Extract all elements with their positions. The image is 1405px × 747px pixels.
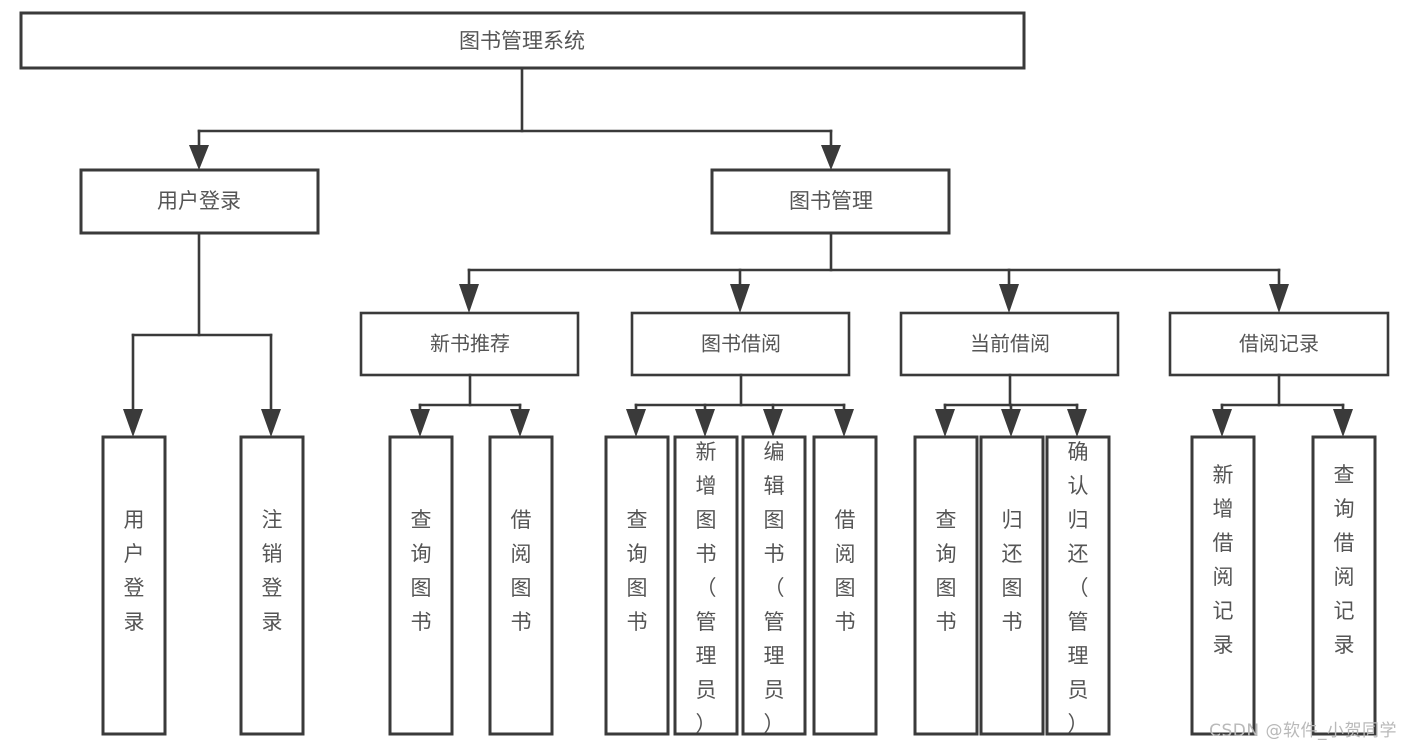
node-current-borrow[interactable]: 当前借阅 bbox=[899, 311, 1120, 377]
node-book-borrow[interactable]: 图书借阅 bbox=[630, 311, 851, 377]
leaf-record-query-record-label: 查询借阅记录 bbox=[1334, 463, 1355, 657]
arrow-books-to-l2c-icon bbox=[999, 284, 1019, 313]
leaf-borrow-edit-book-label: 编辑图书（管理员） bbox=[764, 440, 785, 736]
leaf-borrow-add-book-label: 新增图书（管理员） bbox=[696, 440, 717, 736]
leaf-current-confirm-return-label: 确认归还（管理员） bbox=[1068, 440, 1089, 736]
arrow-borrow-leaf4-icon bbox=[834, 409, 854, 437]
leaf-user-login-logout[interactable]: 注销登录 bbox=[239, 435, 305, 736]
node-borrow-record-box bbox=[1168, 311, 1390, 377]
csdn-watermark: CSDN @软件_小贺同学 bbox=[1209, 721, 1397, 741]
node-book-borrow-box bbox=[630, 311, 851, 377]
node-book-management[interactable]: 图书管理 bbox=[710, 168, 951, 235]
node-new-book-recommend-label: 新书推荐 bbox=[430, 332, 510, 356]
leaf-borrow-borrow-book-box bbox=[812, 435, 878, 736]
leaf-user-login-logout-box bbox=[239, 435, 305, 736]
leaf-borrow-query-book[interactable]: 查询图书 bbox=[604, 435, 670, 736]
node-borrow-record-label: 借阅记录 bbox=[1239, 332, 1319, 356]
leaf-record-query-record[interactable]: 查询借阅记录 bbox=[1311, 435, 1377, 736]
leaf-record-add-record-box bbox=[1190, 435, 1256, 736]
node-root[interactable]: 图书管理系统 bbox=[19, 11, 1026, 70]
arrow-current-leaf3-icon bbox=[1067, 409, 1087, 437]
arrow-books-to-l2b-icon bbox=[730, 284, 750, 313]
arrow-current-leaf1-icon bbox=[935, 409, 955, 437]
arrow-borrow-leaf3-icon bbox=[763, 409, 783, 437]
leaf-recommend-query-book[interactable]: 查询图书 bbox=[388, 435, 454, 736]
node-borrow-record[interactable]: 借阅记录 bbox=[1168, 311, 1390, 377]
arrow-recommend-leaf1-icon bbox=[410, 409, 430, 437]
leaf-record-query-record-box bbox=[1311, 435, 1377, 736]
leaf-borrow-borrow-book[interactable]: 借阅图书 bbox=[812, 435, 878, 736]
leaf-record-add-record-label: 新增借阅记录 bbox=[1213, 463, 1234, 657]
arrow-record-leaf2-icon bbox=[1333, 409, 1353, 437]
leaf-user-login-login-box bbox=[101, 435, 167, 736]
node-new-book-recommend-box bbox=[359, 311, 580, 377]
arrow-root-to-books-icon bbox=[821, 145, 841, 170]
leaf-borrow-edit-book[interactable]: 编辑图书（管理员） bbox=[741, 435, 807, 736]
leaf-user-login-logout-label: 注销登录 bbox=[262, 508, 283, 634]
leaf-borrow-query-book-box bbox=[604, 435, 670, 736]
leaf-current-query-book-label: 查询图书 bbox=[936, 508, 957, 634]
arrow-login-leaf1-icon bbox=[123, 409, 143, 437]
leaf-current-query-book-box bbox=[913, 435, 979, 736]
arrow-borrow-leaf1-icon bbox=[626, 409, 646, 437]
node-current-borrow-box bbox=[899, 311, 1120, 377]
leaf-current-confirm-return[interactable]: 确认归还（管理员） bbox=[1045, 435, 1111, 736]
arrow-books-to-l2d-icon bbox=[1269, 284, 1289, 313]
arrow-login-leaf2-icon bbox=[261, 409, 281, 437]
node-root-box bbox=[19, 11, 1026, 70]
leaf-recommend-query-book-box bbox=[388, 435, 454, 736]
node-new-book-recommend[interactable]: 新书推荐 bbox=[359, 311, 580, 377]
arrow-current-leaf2-icon bbox=[1001, 409, 1021, 437]
arrow-record-leaf1-icon bbox=[1212, 409, 1232, 437]
node-book-management-label: 图书管理 bbox=[789, 189, 873, 213]
arrow-root-to-login-icon bbox=[189, 145, 209, 170]
leaf-current-query-book[interactable]: 查询图书 bbox=[913, 435, 979, 736]
leaf-borrow-add-book-box bbox=[673, 435, 739, 736]
leaf-recommend-borrow-book-box bbox=[488, 435, 554, 736]
leaf-borrow-edit-book-box bbox=[741, 435, 807, 736]
node-user-login-label: 用户登录 bbox=[157, 189, 241, 213]
node-book-management-box bbox=[710, 168, 951, 235]
leaf-record-add-record[interactable]: 新增借阅记录 bbox=[1190, 435, 1256, 736]
leaf-recommend-borrow-book-label: 借阅图书 bbox=[511, 508, 532, 634]
node-root-label: 图书管理系统 bbox=[459, 29, 585, 53]
leaf-user-login-login[interactable]: 用户登录 bbox=[101, 435, 167, 736]
arrow-recommend-leaf2-icon bbox=[510, 409, 530, 437]
leaf-recommend-borrow-book[interactable]: 借阅图书 bbox=[488, 435, 554, 736]
leaf-current-return-book[interactable]: 归还图书 bbox=[979, 435, 1045, 736]
leaf-borrow-add-book[interactable]: 新增图书（管理员） bbox=[673, 435, 739, 736]
leaf-current-return-book-label: 归还图书 bbox=[1002, 508, 1023, 634]
arrow-borrow-leaf2-icon bbox=[695, 409, 715, 437]
leaf-current-return-book-box bbox=[979, 435, 1045, 736]
node-book-borrow-label: 图书借阅 bbox=[701, 332, 781, 356]
leaf-user-login-login-label: 用户登录 bbox=[124, 508, 145, 634]
leaf-borrow-borrow-book-label: 借阅图书 bbox=[835, 508, 856, 634]
arrow-books-to-l2a-icon bbox=[459, 284, 479, 313]
node-current-borrow-label: 当前借阅 bbox=[970, 332, 1050, 356]
node-user-login[interactable]: 用户登录 bbox=[79, 168, 320, 235]
leaf-current-confirm-return-box bbox=[1045, 435, 1111, 736]
leaf-recommend-query-book-label: 查询图书 bbox=[411, 508, 432, 634]
leaf-borrow-query-book-label: 查询图书 bbox=[627, 508, 648, 634]
